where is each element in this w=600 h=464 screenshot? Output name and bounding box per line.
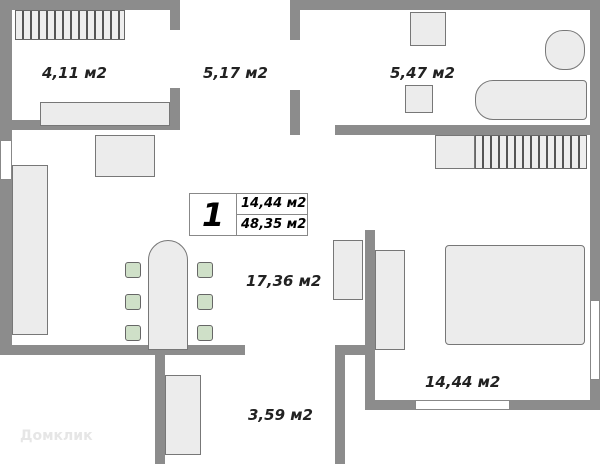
wall [290, 0, 300, 40]
chair [125, 325, 141, 341]
wall [335, 345, 345, 464]
balcony-shelf [165, 375, 201, 455]
tv-stand [333, 240, 363, 300]
wardrobe-bedroom [475, 135, 587, 169]
table [148, 240, 188, 350]
window [415, 400, 510, 410]
apartment-info: 1 14,44 м2 48,35 м2 [189, 193, 308, 236]
toilet [410, 12, 446, 46]
wall [335, 345, 375, 355]
window [590, 300, 600, 380]
chair [125, 294, 141, 310]
shower [405, 85, 433, 113]
sink [545, 30, 585, 70]
wall [290, 90, 300, 135]
living-area: 14,44 м2 [237, 194, 307, 215]
wall [155, 345, 165, 464]
cabinet [435, 135, 475, 169]
chair [125, 262, 141, 278]
wall [170, 88, 180, 130]
wall [290, 0, 600, 10]
room-area-bathroom: 5,47 м2 [390, 64, 455, 82]
wall [590, 0, 600, 410]
chair [197, 262, 213, 278]
wall [0, 345, 245, 355]
bathtub [475, 80, 587, 120]
kitchen-counter [12, 165, 48, 335]
room-area-balcony: 3,59 м2 [248, 406, 313, 424]
room-area-hallway: 5,17 м2 [203, 64, 268, 82]
window [0, 140, 12, 180]
room-area-kitchen-living: 17,36 м2 [246, 272, 322, 290]
fridge [95, 135, 155, 177]
room-area-bedroom: 14,44 м2 [425, 373, 501, 391]
room-area-wardrobe: 4,11 м2 [42, 64, 107, 82]
rooms-count: 1 [190, 194, 237, 235]
wall [365, 230, 375, 410]
cabinets [40, 102, 170, 126]
total-area: 48,35 м2 [241, 217, 307, 232]
chair [197, 325, 213, 341]
chair [197, 294, 213, 310]
wall [170, 0, 180, 30]
wardrobe [15, 10, 125, 40]
watermark: Домклик [20, 428, 93, 444]
wall [335, 125, 590, 135]
wall [0, 0, 180, 10]
bed [445, 245, 585, 345]
tv-stand [375, 250, 405, 350]
